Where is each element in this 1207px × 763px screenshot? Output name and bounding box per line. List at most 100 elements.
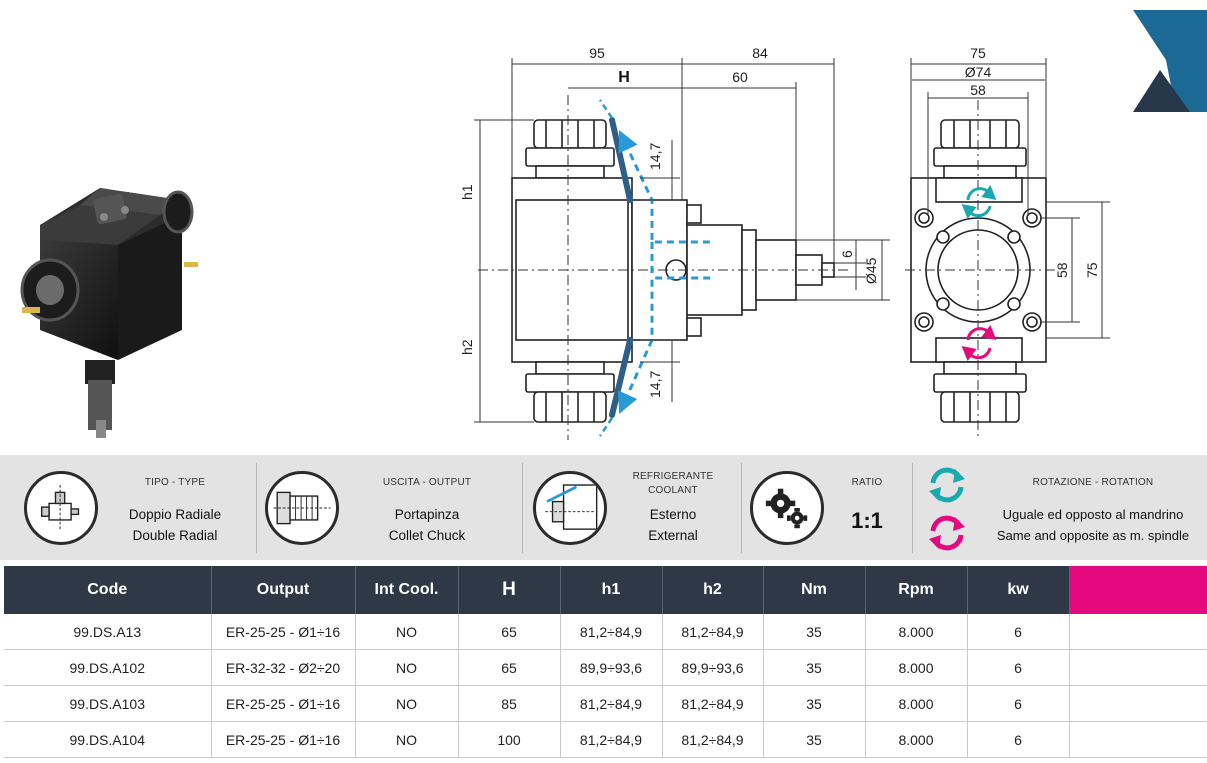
spec-coolant-label-en: COOLANT (648, 485, 698, 496)
dim-h1: h1 (459, 184, 475, 200)
double-radial-icon (24, 471, 98, 545)
rotation-arrow-teal-icon (961, 184, 997, 220)
cell-output: ER-25-25 - Ø1÷16 (211, 614, 356, 650)
cell-code: 99.DS.A103 (4, 685, 212, 722)
dim-H: H (618, 69, 630, 86)
cell-blank (1069, 685, 1207, 722)
cell-H: 65 (458, 649, 561, 686)
cell-int-cool: NO (355, 685, 459, 722)
cell-rpm: 8.000 (865, 649, 968, 686)
table-row[interactable]: 99.DS.A104 ER-25-25 - Ø1÷16 NO 100 81,2÷… (4, 721, 1207, 758)
spec-ratio-value: 1:1 (851, 508, 883, 533)
cell-int-cool: NO (355, 721, 459, 758)
spec-coolant: REFRIGERANTE COOLANT Esterno External (523, 455, 741, 560)
dim-58-side: 58 (1054, 262, 1070, 278)
spec-coolant-value-it: Esterno (649, 507, 697, 522)
dim-h2: h2 (459, 339, 475, 355)
spec-coolant-value-en: External (648, 528, 698, 543)
dim-6: 6 (839, 250, 855, 258)
cell-blank (1069, 649, 1207, 686)
spec-type-value-en: Double Radial (132, 528, 218, 543)
cell-code: 99.DS.A102 (4, 649, 212, 686)
dim-60: 60 (732, 69, 748, 85)
collet-chuck-icon (265, 471, 339, 545)
coolant-lines (598, 99, 712, 437)
cell-h1: 81,2÷84,9 (560, 721, 663, 758)
rotation-same-icon (929, 467, 965, 503)
divider (256, 463, 257, 553)
cell-rpm: 8.000 (865, 614, 968, 650)
cell-kw: 6 (967, 649, 1070, 686)
table-row[interactable]: 99.DS.A103 ER-25-25 - Ø1÷16 NO 85 81,2÷8… (4, 685, 1207, 722)
cell-H: 65 (458, 614, 561, 650)
dim-d74: Ø74 (965, 64, 992, 80)
cell-code: 99.DS.A104 (4, 721, 212, 758)
cell-nm: 35 (763, 614, 866, 650)
technical-drawing: 95 84 H 60 14,7 14,7 h1 h2 6 Ø45 (20, 10, 1207, 440)
side-view (511, 119, 835, 423)
spec-ratio-label: RATIO (851, 477, 883, 488)
col-header-H: H (458, 566, 561, 614)
spec-coolant-label-it: REFRIGERANTE (632, 471, 714, 482)
spec-output: USCITA - OUTPUT Portapinza Collet Chuck (257, 455, 522, 560)
cell-kw: 6 (967, 721, 1070, 758)
cell-int-cool: NO (355, 614, 459, 650)
divider (912, 463, 913, 553)
spec-type-label: TIPO - TYPE (144, 477, 206, 488)
cell-h2: 81,2÷84,9 (662, 614, 764, 650)
col-header-code: Code (4, 566, 212, 614)
cell-nm: 35 (763, 721, 866, 758)
cell-rpm: 8.000 (865, 685, 968, 722)
product-photo (20, 188, 198, 438)
cell-h2: 89,9÷93,6 (662, 649, 764, 686)
cell-blank (1069, 614, 1207, 650)
dim-84: 84 (752, 45, 768, 61)
divider (741, 463, 742, 553)
rotation-arrow-magenta-icon (961, 324, 997, 362)
col-header-kw: kw (967, 566, 1070, 614)
spec-output-value-it: Portapinza (394, 507, 460, 522)
col-header-nm: Nm (763, 566, 866, 614)
cell-nm: 35 (763, 685, 866, 722)
cell-nm: 35 (763, 649, 866, 686)
table-row[interactable]: 99.DS.A13 ER-25-25 - Ø1÷16 NO 65 81,2÷84… (4, 614, 1207, 650)
col-header-rpm: Rpm (865, 566, 968, 614)
cell-h1: 89,9÷93,6 (560, 649, 663, 686)
dim-95: 95 (589, 45, 605, 61)
spec-output-value-en: Collet Chuck (388, 528, 466, 543)
cell-code: 99.DS.A13 (4, 614, 212, 650)
spec-output-label: USCITA - OUTPUT (382, 477, 472, 488)
cell-output: ER-25-25 - Ø1÷16 (211, 721, 356, 758)
cell-kw: 6 (967, 685, 1070, 722)
cell-output: ER-32-32 - Ø2÷20 (211, 649, 356, 686)
cell-h1: 81,2÷84,9 (560, 614, 663, 650)
spec-rotation: ROTAZIONE - ROTATION Uguale ed opposto a… (913, 455, 1207, 560)
cell-int-cool: NO (355, 649, 459, 686)
cell-kw: 6 (967, 614, 1070, 650)
table-row[interactable]: 99.DS.A102 ER-32-32 - Ø2÷20 NO 65 89,9÷9… (4, 649, 1207, 686)
cell-blank (1069, 721, 1207, 758)
col-header-h1: h1 (560, 566, 663, 614)
brand-logo (1133, 10, 1207, 112)
dim-75-side: 75 (1084, 262, 1100, 278)
spec-rotation-value-en: Same and opposite as m. spindle (996, 528, 1190, 543)
col-header-h2: h2 (662, 566, 764, 614)
external-coolant-icon (533, 471, 607, 545)
cell-H: 85 (458, 685, 561, 722)
col-header-int-cool: Int Cool. (355, 566, 459, 614)
rotation-opposite-icon (929, 515, 965, 551)
dim-58-top: 58 (970, 82, 986, 98)
cell-h1: 81,2÷84,9 (560, 685, 663, 722)
col-header-accent (1069, 566, 1207, 614)
spec-strip: TIPO - TYPE Doppio Radiale Double Radial… (0, 455, 1207, 560)
spec-type-value-it: Doppio Radiale (128, 507, 222, 522)
cell-output: ER-25-25 - Ø1÷16 (211, 685, 356, 722)
spec-rotation-value-it: Uguale ed opposto al mandrino (1002, 507, 1184, 522)
cell-H: 100 (458, 721, 561, 758)
col-header-output: Output (211, 566, 356, 614)
dim-75-top: 75 (970, 45, 986, 61)
divider (522, 463, 523, 553)
cell-h2: 81,2÷84,9 (662, 721, 764, 758)
dim-14-7-bottom: 14,7 (647, 371, 663, 398)
gears-icon (750, 471, 824, 545)
